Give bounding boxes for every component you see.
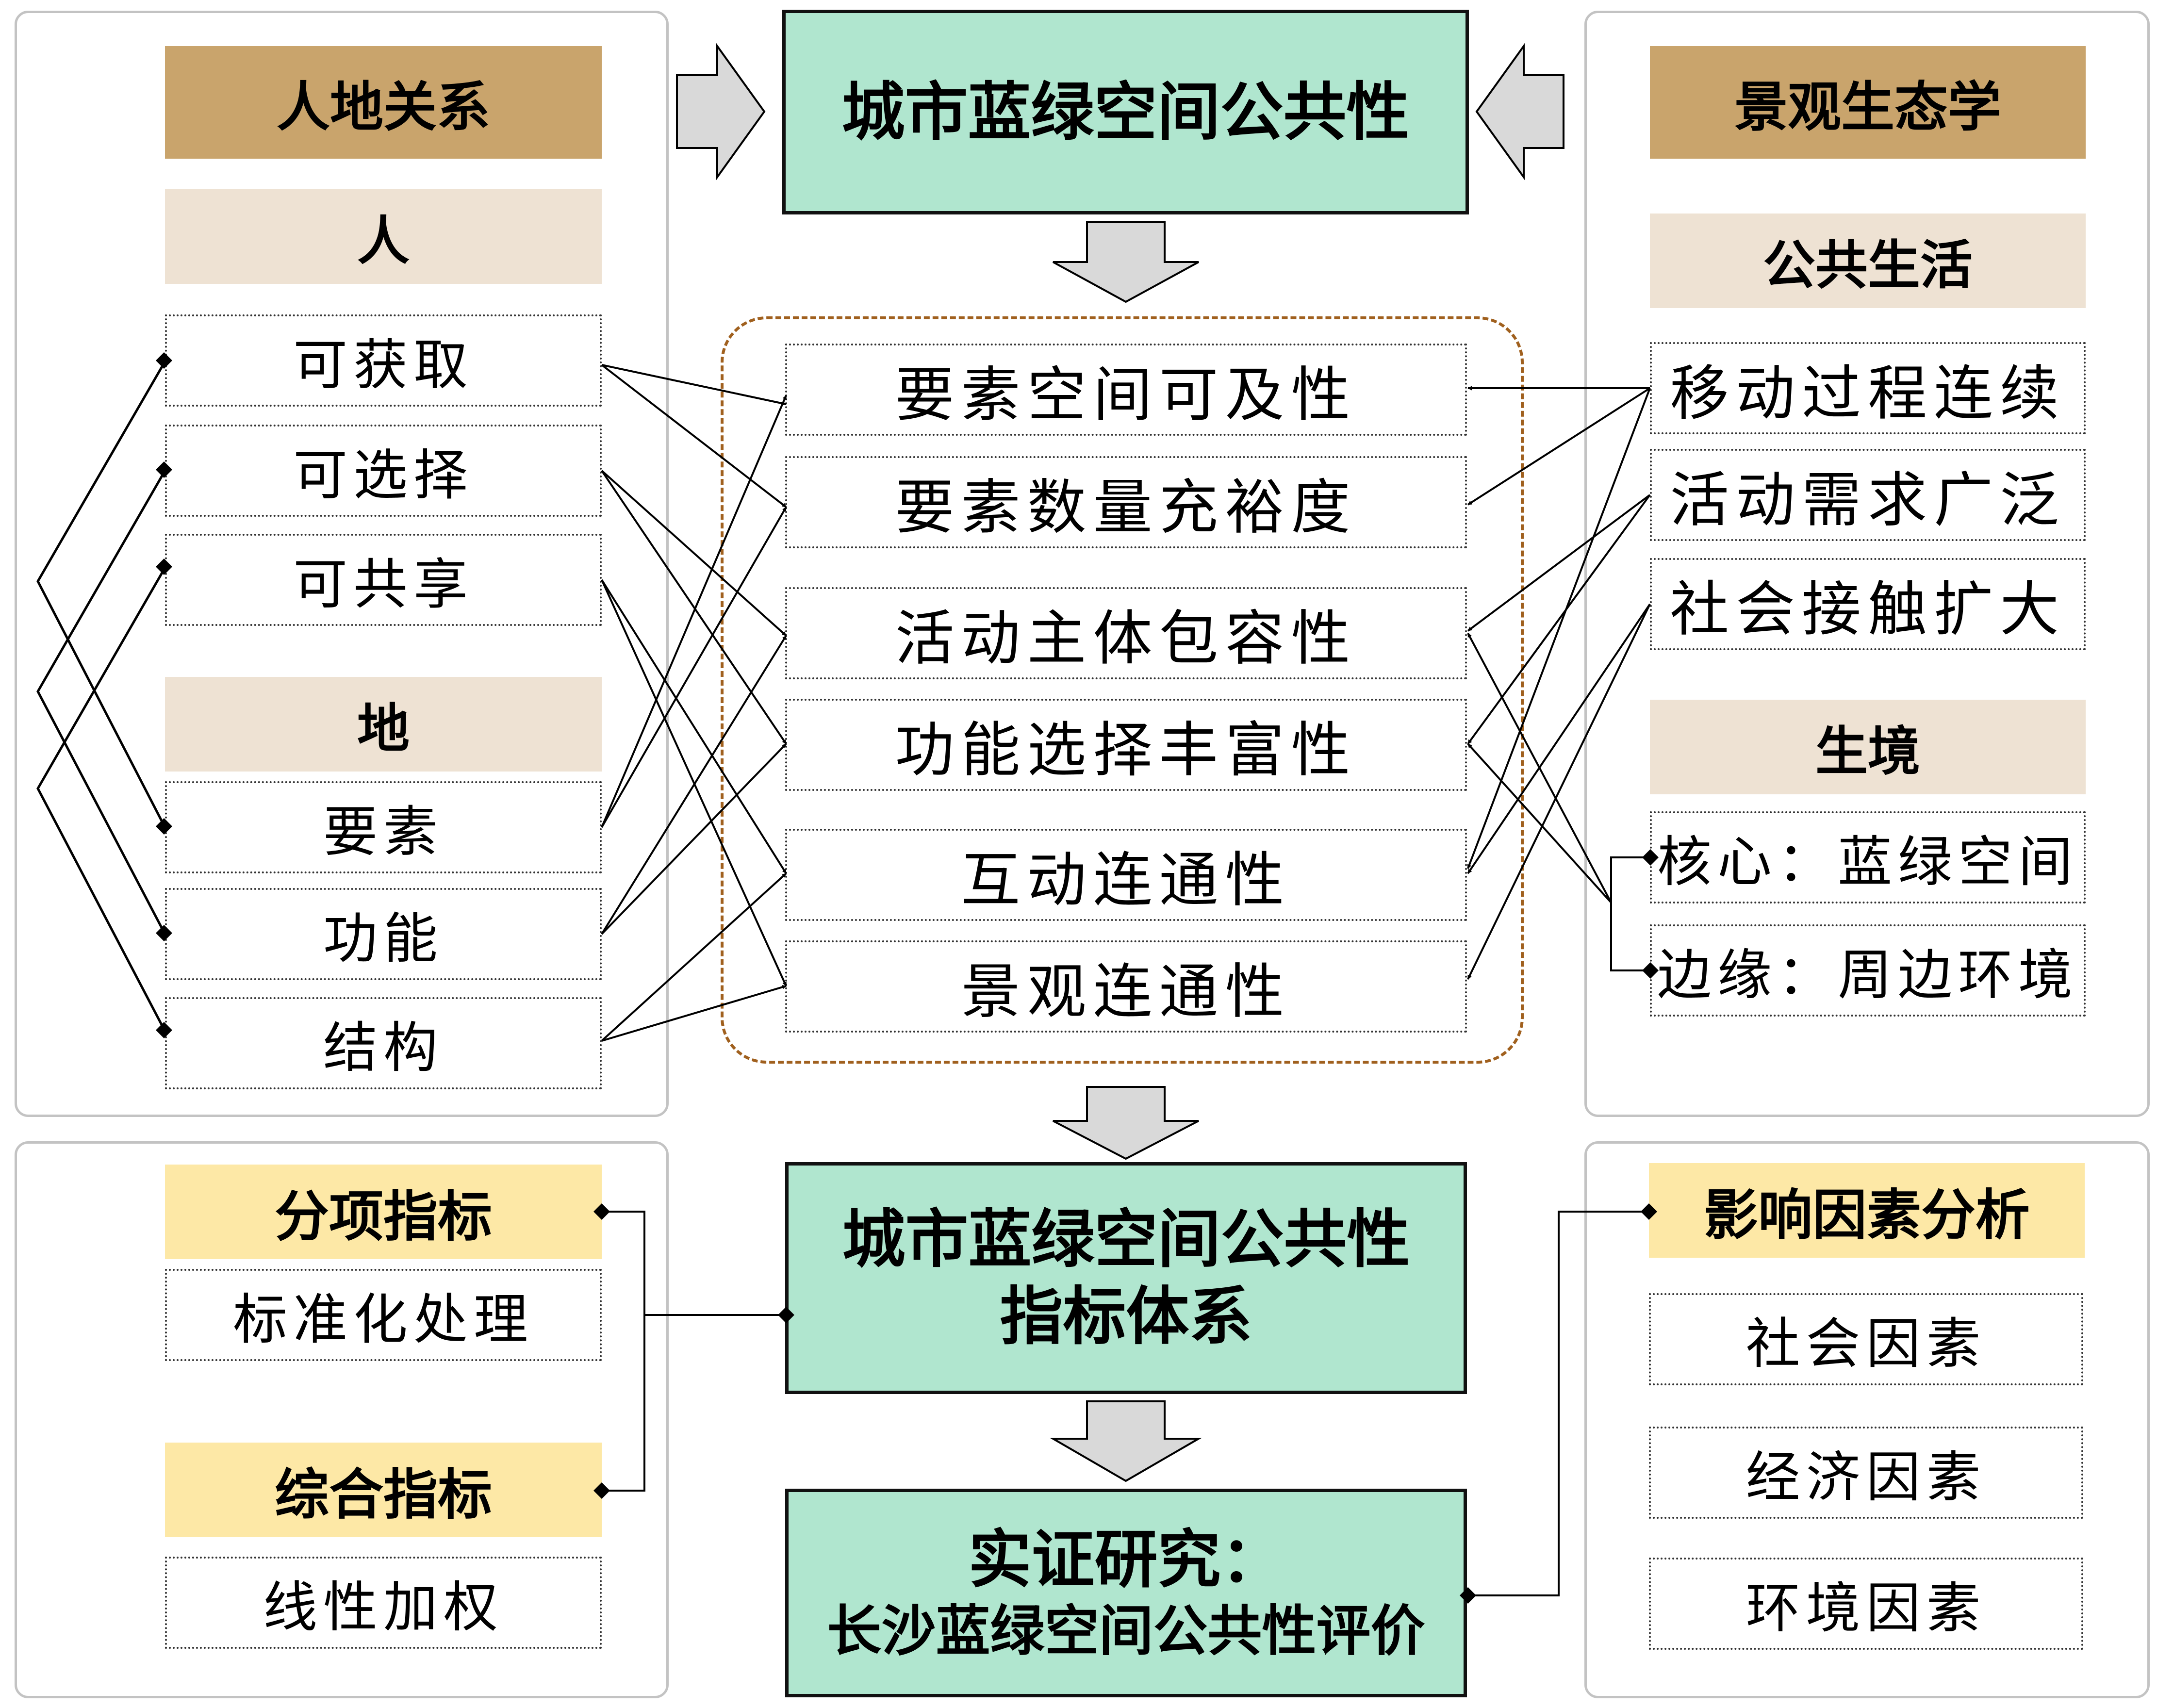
index-system-line1: 城市蓝绿空间公共性 <box>842 1202 1410 1277</box>
human-land-title: 人地关系 <box>165 46 602 159</box>
sub-index-method: 标准化处理 <box>165 1269 602 1361</box>
people-item-shareable: 可共享 <box>165 534 602 626</box>
habitat-header: 生境 <box>1650 700 2086 794</box>
top-title: 城市蓝绿空间公共性 <box>841 75 1410 149</box>
arrow-accessible-to-d2 <box>601 364 787 508</box>
dimension-element-accessibility: 要素空间可及性 <box>785 344 1467 436</box>
marker-accessible <box>156 352 172 369</box>
habitat-item-core: 核心：蓝绿空间 <box>1650 811 2086 903</box>
land-header: 地 <box>165 677 602 772</box>
composite-index-method: 线性加权 <box>165 1557 602 1649</box>
dimension-actor-inclusiveness: 活动主体包容性 <box>785 587 1467 679</box>
marker-function <box>156 925 172 941</box>
top-title-box: 城市蓝绿空间公共性 <box>782 10 1469 214</box>
life-item-movement: 移动过程连续 <box>1650 342 2086 434</box>
arrow-habitat-to-d3 <box>1467 633 1612 903</box>
arrow-function-to-d3 <box>601 635 787 935</box>
dimension-element-sufficiency: 要素数量充裕度 <box>785 456 1467 548</box>
life-item-contact: 社会接触扩大 <box>1650 558 2086 650</box>
block-arrow-dimensions-to-index <box>1053 1086 1199 1160</box>
public-life-header: 公共生活 <box>1650 214 2086 308</box>
dimension-interaction-connectivity: 互动连通性 <box>785 829 1467 921</box>
arrow-structure-to-d6 <box>601 985 787 1042</box>
marker-index-system <box>778 1307 794 1323</box>
index-method-bracket <box>602 1211 645 1492</box>
empirical-study-box: 实证研究： 长沙蓝绿空间公共性评价 <box>785 1489 1467 1697</box>
arrow-contact-to-d5 <box>1467 603 1651 874</box>
people-header: 人 <box>165 189 602 284</box>
marker-factors <box>1641 1203 1657 1220</box>
influence-factors-header: 影响因素分析 <box>1649 1163 2085 1258</box>
block-arrow-index-to-study <box>1049 1400 1202 1482</box>
marker-structure <box>156 1022 172 1038</box>
dimension-landscape-connectivity: 景观连通性 <box>785 940 1467 1033</box>
arrow-function-to-d4 <box>601 743 787 935</box>
study-to-factors-link <box>1468 1211 1649 1596</box>
empirical-study-line1: 实证研究： <box>968 1523 1284 1597</box>
block-arrow-title-to-dimensions <box>1053 221 1199 303</box>
marker-element <box>156 818 172 835</box>
dimension-group-border <box>721 316 1524 1064</box>
land-item-element: 要素 <box>165 781 602 873</box>
arrow-selectable-to-d3 <box>601 470 787 637</box>
habitat-item-edge: 边缘：周边环境 <box>1650 924 2086 1017</box>
marker-habitat-core <box>1642 849 1659 866</box>
link-accessible-element <box>36 361 166 828</box>
marker-habitat-edge <box>1642 962 1659 979</box>
arrow-accessible-to-d1 <box>601 364 787 406</box>
people-item-selectable: 可选择 <box>165 425 602 517</box>
block-arrow-right-to-title <box>1475 43 1564 181</box>
factor-social: 社会因素 <box>1649 1293 2083 1385</box>
dimension-function-richness: 功能选择丰富性 <box>785 699 1467 791</box>
arrow-movement-to-d5 <box>1467 388 1651 869</box>
arrow-element-to-d2 <box>601 507 787 828</box>
factor-environmental: 环境因素 <box>1649 1558 2083 1650</box>
arrow-shareable-to-d5 <box>601 579 787 874</box>
marker-sub-index <box>593 1203 610 1220</box>
block-arrow-left-to-title <box>676 43 766 181</box>
link-selectable-function <box>36 470 166 935</box>
marker-shareable <box>156 558 172 575</box>
factor-economic: 经济因素 <box>1649 1427 2083 1519</box>
link-shareable-structure <box>36 567 166 1032</box>
landscape-ecology-title: 景观生态学 <box>1650 46 2086 159</box>
people-item-accessible: 可获取 <box>165 314 602 407</box>
marker-selectable <box>156 461 172 478</box>
arrow-activity-to-d4 <box>1467 494 1651 745</box>
arrow-element-to-d1 <box>601 395 787 828</box>
habitat-bracket <box>1610 856 1650 971</box>
arrow-activity-to-d3 <box>1467 494 1651 632</box>
sub-index-header: 分项指标 <box>165 1165 602 1259</box>
arrow-selectable-to-d4 <box>601 470 787 745</box>
land-item-structure: 结构 <box>165 997 602 1089</box>
marker-composite-index <box>593 1482 610 1499</box>
arrow-movement-to-d2 <box>1467 387 1651 506</box>
arrow-contact-to-d6 <box>1467 604 1651 980</box>
arrow-structure-to-d5 <box>601 872 787 1042</box>
index-system-box: 城市蓝绿空间公共性 指标体系 <box>785 1162 1467 1394</box>
arrow-shareable-to-d6 <box>601 579 787 986</box>
empirical-study-line2: 长沙蓝绿空间公共性评价 <box>827 1599 1425 1663</box>
marker-study <box>1460 1587 1476 1604</box>
index-system-line2: 指标体系 <box>1000 1280 1252 1353</box>
life-item-activity: 活动需求广泛 <box>1650 449 2086 541</box>
arrow-habitat-to-d4 <box>1467 743 1612 903</box>
composite-index-header: 综合指标 <box>165 1443 602 1537</box>
